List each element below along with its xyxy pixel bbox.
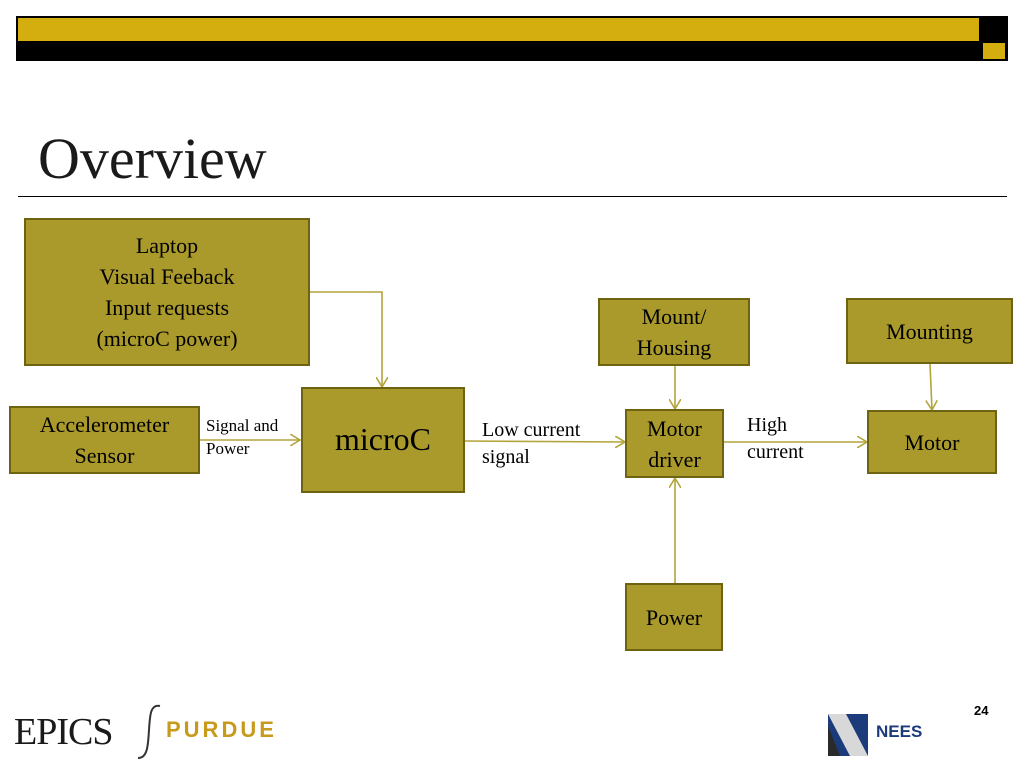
microc-label: microC <box>335 421 431 457</box>
purdue-logo-text: PURDUE <box>166 717 277 742</box>
laptop-line-4: (microC power) <box>96 326 238 351</box>
low-current-line-2: signal <box>482 446 530 468</box>
epics-purdue-logo: EPICS PURDUE <box>14 702 284 762</box>
arrow-microc-to-motor-driver <box>464 441 625 442</box>
motor-box: Motor <box>867 410 997 474</box>
signal-and-power-line-1: Signal and <box>206 416 279 435</box>
nees-mark-icon <box>828 714 868 756</box>
low-current-signal-label: Low current signal <box>482 417 580 471</box>
laptop-line-2: Visual Feeback <box>99 264 235 289</box>
high-current-line-1: High <box>747 414 787 436</box>
epics-logo-text: EPICS <box>14 711 113 753</box>
motor-driver-line-1: Motor <box>647 415 702 441</box>
mount-housing-box: Mount/ Housing <box>598 298 750 366</box>
microc-box: microC <box>301 387 465 493</box>
accelerometer-line-1: Accelerometer <box>39 412 170 437</box>
motor-driver-line-2: driver <box>648 446 701 472</box>
integral-swoosh-icon <box>137 704 161 759</box>
title-divider <box>18 196 1007 197</box>
signal-and-power-label: Signal and Power <box>206 414 278 460</box>
low-current-line-1: Low current <box>482 419 581 441</box>
arrow-laptop-to-microc <box>310 291 382 387</box>
nees-logo: NEES <box>826 712 936 758</box>
power-box: Power <box>625 583 723 651</box>
laptop-line-1: Laptop <box>135 233 199 258</box>
high-current-line-2: current <box>747 441 804 463</box>
laptop-line-3: Input requests <box>104 295 230 320</box>
accelerometer-line-2: Sensor <box>74 443 135 468</box>
laptop-box: Laptop Visual Feeback Input requests (mi… <box>24 218 310 366</box>
power-label: Power <box>645 604 703 630</box>
mounting-box: Mounting <box>846 298 1013 364</box>
motor-driver-box: Motor driver <box>625 409 724 478</box>
signal-and-power-line-2: Power <box>206 439 250 458</box>
page-number: 24 <box>974 703 989 718</box>
mounting-label: Mounting <box>886 318 973 344</box>
high-current-label: High current <box>747 412 804 466</box>
motor-label: Motor <box>904 429 960 455</box>
mount-housing-line-2: Housing <box>636 335 712 360</box>
accelerometer-sensor-box: Accelerometer Sensor <box>9 406 200 474</box>
top-banner-gold-bar <box>18 18 979 41</box>
mount-housing-line-1: Mount/ <box>641 304 707 329</box>
nees-logo-text: NEES <box>876 722 923 741</box>
arrow-mounting-to-motor <box>930 363 932 410</box>
top-banner-gold-square <box>983 43 1005 59</box>
slide-title: Overview <box>38 126 267 191</box>
